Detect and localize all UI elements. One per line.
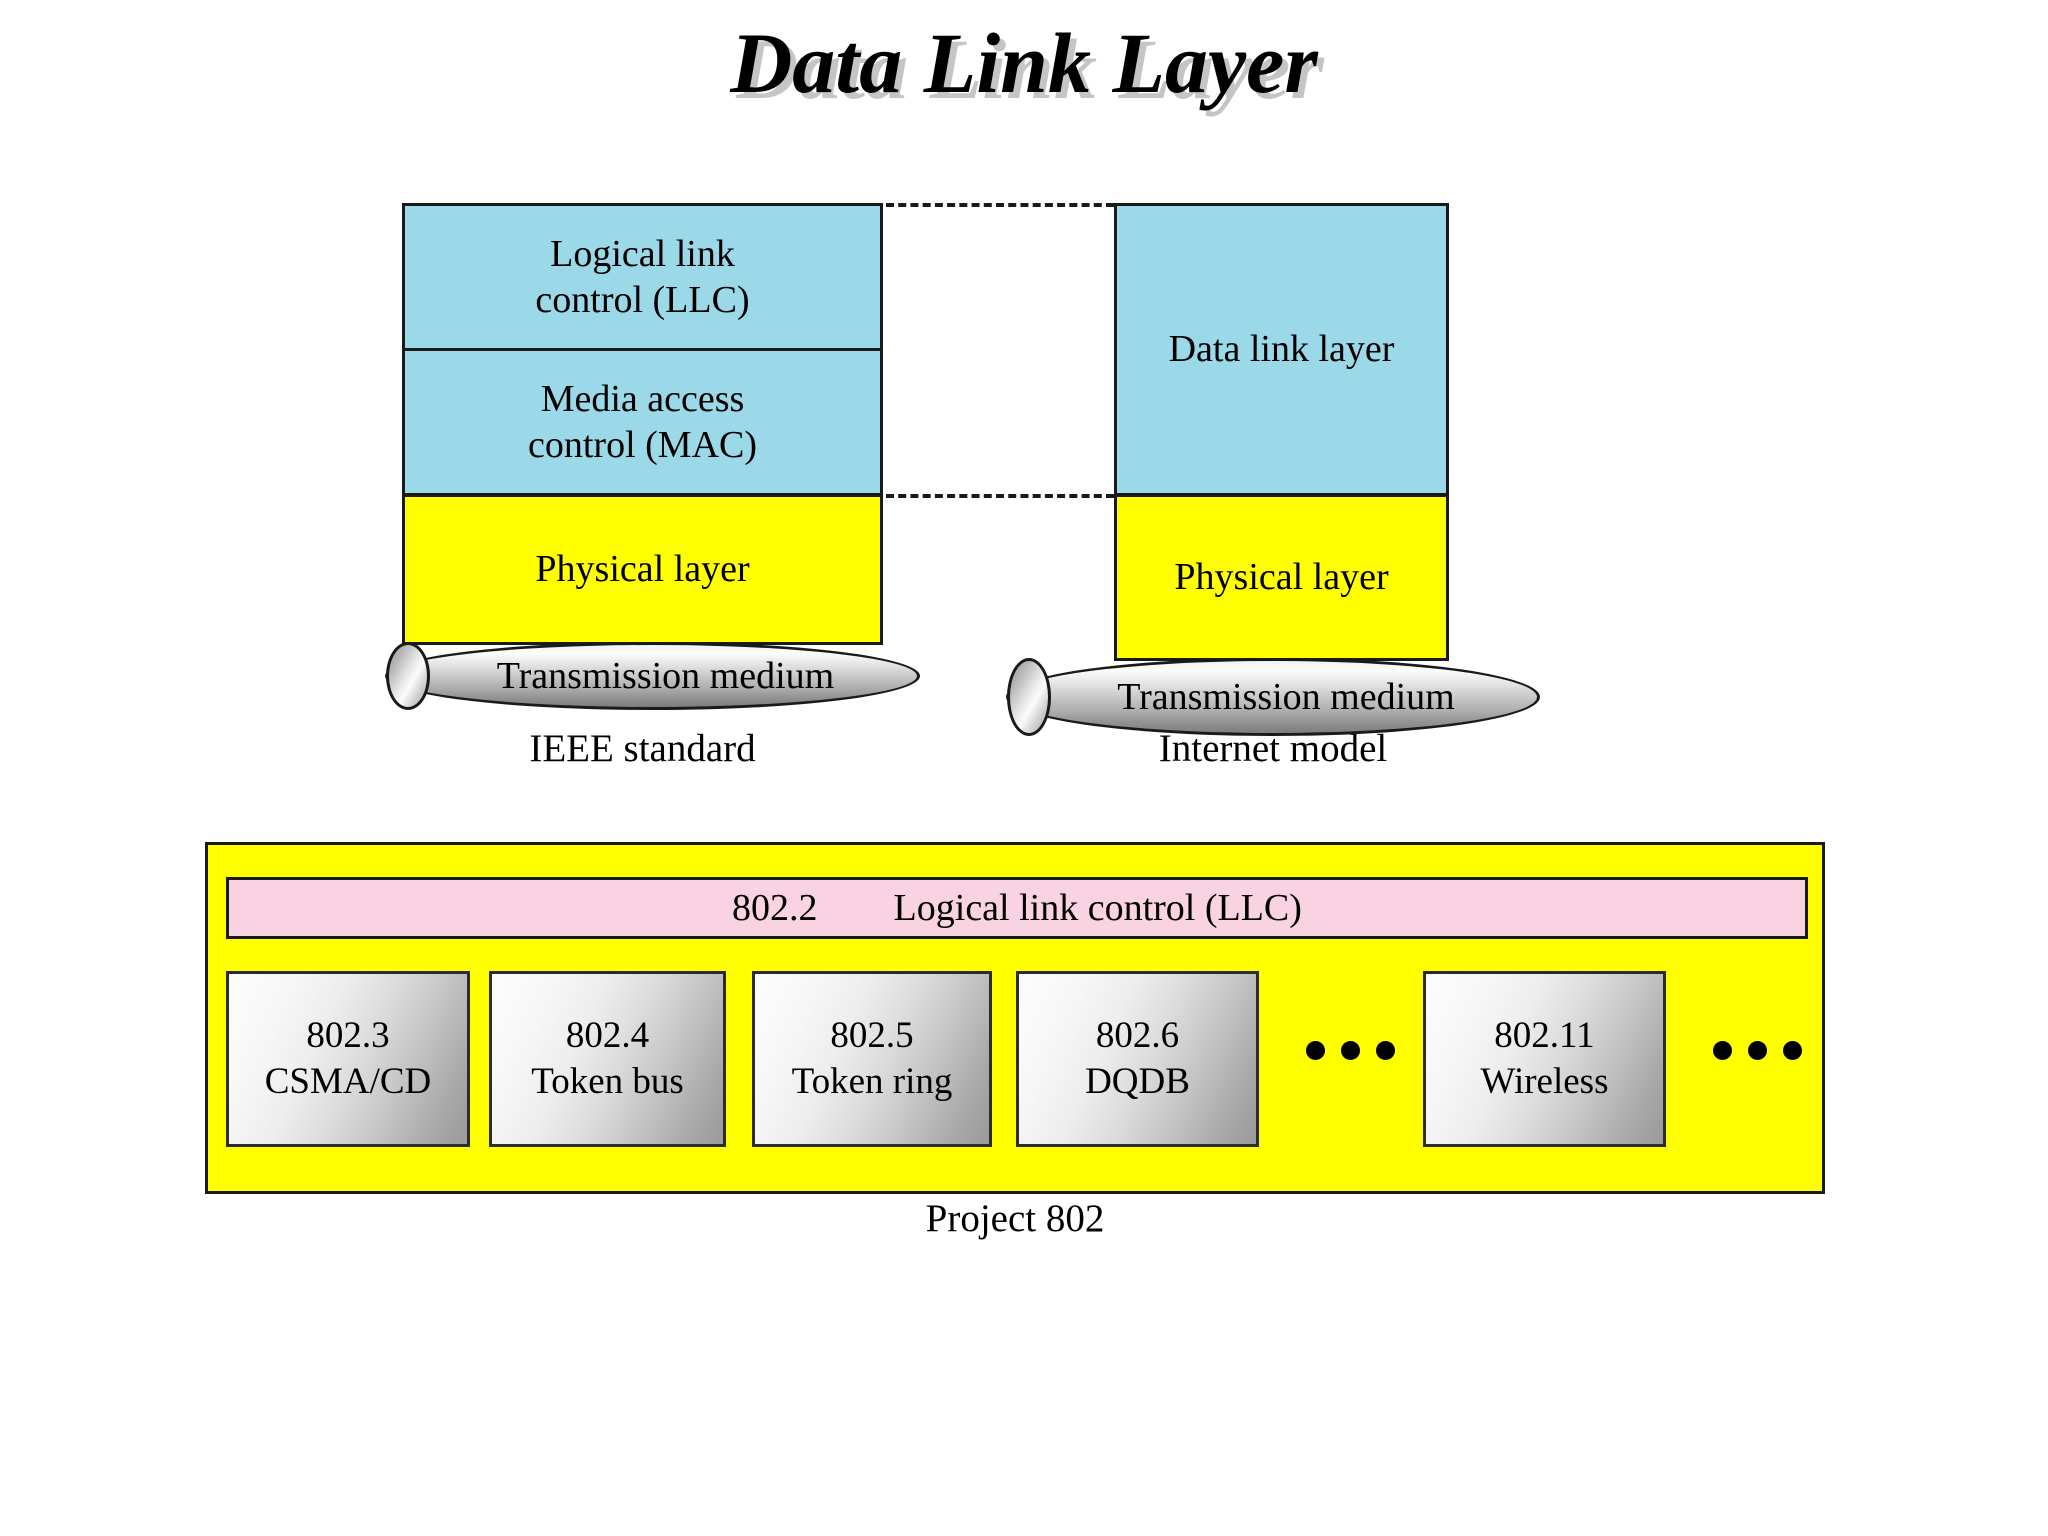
internet-model-caption: Internet model (1158, 727, 1388, 770)
ieee-mac-box: Media access control (MAC) (402, 348, 883, 496)
project-802-container: 802.2 Logical link control (LLC) 802.3 C… (205, 842, 1825, 1194)
cylinder-end-cap-icon (386, 642, 430, 710)
standard-box-802-11: 802.11 Wireless (1423, 971, 1666, 1147)
internet-transmission-medium-label: Transmission medium (1117, 676, 1455, 718)
ieee-physical-layer-label: Physical layer (535, 548, 750, 591)
standard-name: CSMA/CD (264, 1061, 432, 1102)
internet-physical-layer-label: Physical layer (1174, 556, 1389, 599)
standard-number: 802.11 (1494, 1015, 1595, 1057)
ieee-mac-label: Media access control (MAC) (527, 377, 758, 466)
ieee-standard-caption: IEEE standard (529, 727, 756, 770)
ellipsis-dots-right (1713, 1041, 1802, 1060)
internet-datalink-label: Data link layer (1168, 328, 1395, 371)
dashed-connector-top (886, 203, 1114, 207)
project-802-caption: Project 802 (925, 1197, 1105, 1240)
ieee-transmission-medium-cylinder: Transmission medium (385, 642, 920, 710)
standard-name: DQDB (1085, 1061, 1190, 1102)
dot-icon (1783, 1041, 1802, 1060)
standard-name: Wireless (1480, 1061, 1609, 1102)
dot-icon (1713, 1041, 1732, 1060)
standard-number: 802.5 (830, 1015, 914, 1057)
ieee-physical-layer-box: Physical layer (402, 494, 883, 645)
dot-icon (1306, 1041, 1325, 1060)
cylinder-end-cap-icon (1007, 658, 1051, 736)
internet-datalink-box: Data link layer (1114, 203, 1449, 496)
ieee-llc-box: Logical link control (LLC) (402, 203, 883, 351)
llc-802-2-bar: 802.2 Logical link control (LLC) (226, 877, 1808, 939)
standard-name: Token ring (791, 1061, 953, 1102)
standard-box-802-5: 802.5 Token ring (752, 971, 992, 1147)
ieee-llc-label: Logical link control (LLC) (535, 232, 750, 321)
dot-icon (1376, 1041, 1395, 1060)
page-title: Data Link Layer (730, 15, 1318, 111)
standard-box-802-3: 802.3 CSMA/CD (226, 971, 470, 1147)
standard-name: Token bus (531, 1061, 684, 1102)
dashed-connector-bottom (886, 494, 1114, 498)
dot-icon (1341, 1041, 1360, 1060)
standard-number: 802.6 (1095, 1015, 1180, 1057)
ieee-transmission-medium-label: Transmission medium (496, 655, 835, 697)
standard-box-802-4: 802.4 Token bus (489, 971, 726, 1147)
internet-transmission-medium-cylinder: Transmission medium (1006, 658, 1540, 736)
standard-box-802-6: 802.6 DQDB (1016, 971, 1259, 1147)
dot-icon (1748, 1041, 1767, 1060)
standard-number: 802.4 (565, 1015, 650, 1057)
standard-number: 802.3 (306, 1015, 390, 1057)
ellipsis-dots-middle (1306, 1041, 1395, 1060)
internet-physical-layer-box: Physical layer (1114, 494, 1449, 661)
